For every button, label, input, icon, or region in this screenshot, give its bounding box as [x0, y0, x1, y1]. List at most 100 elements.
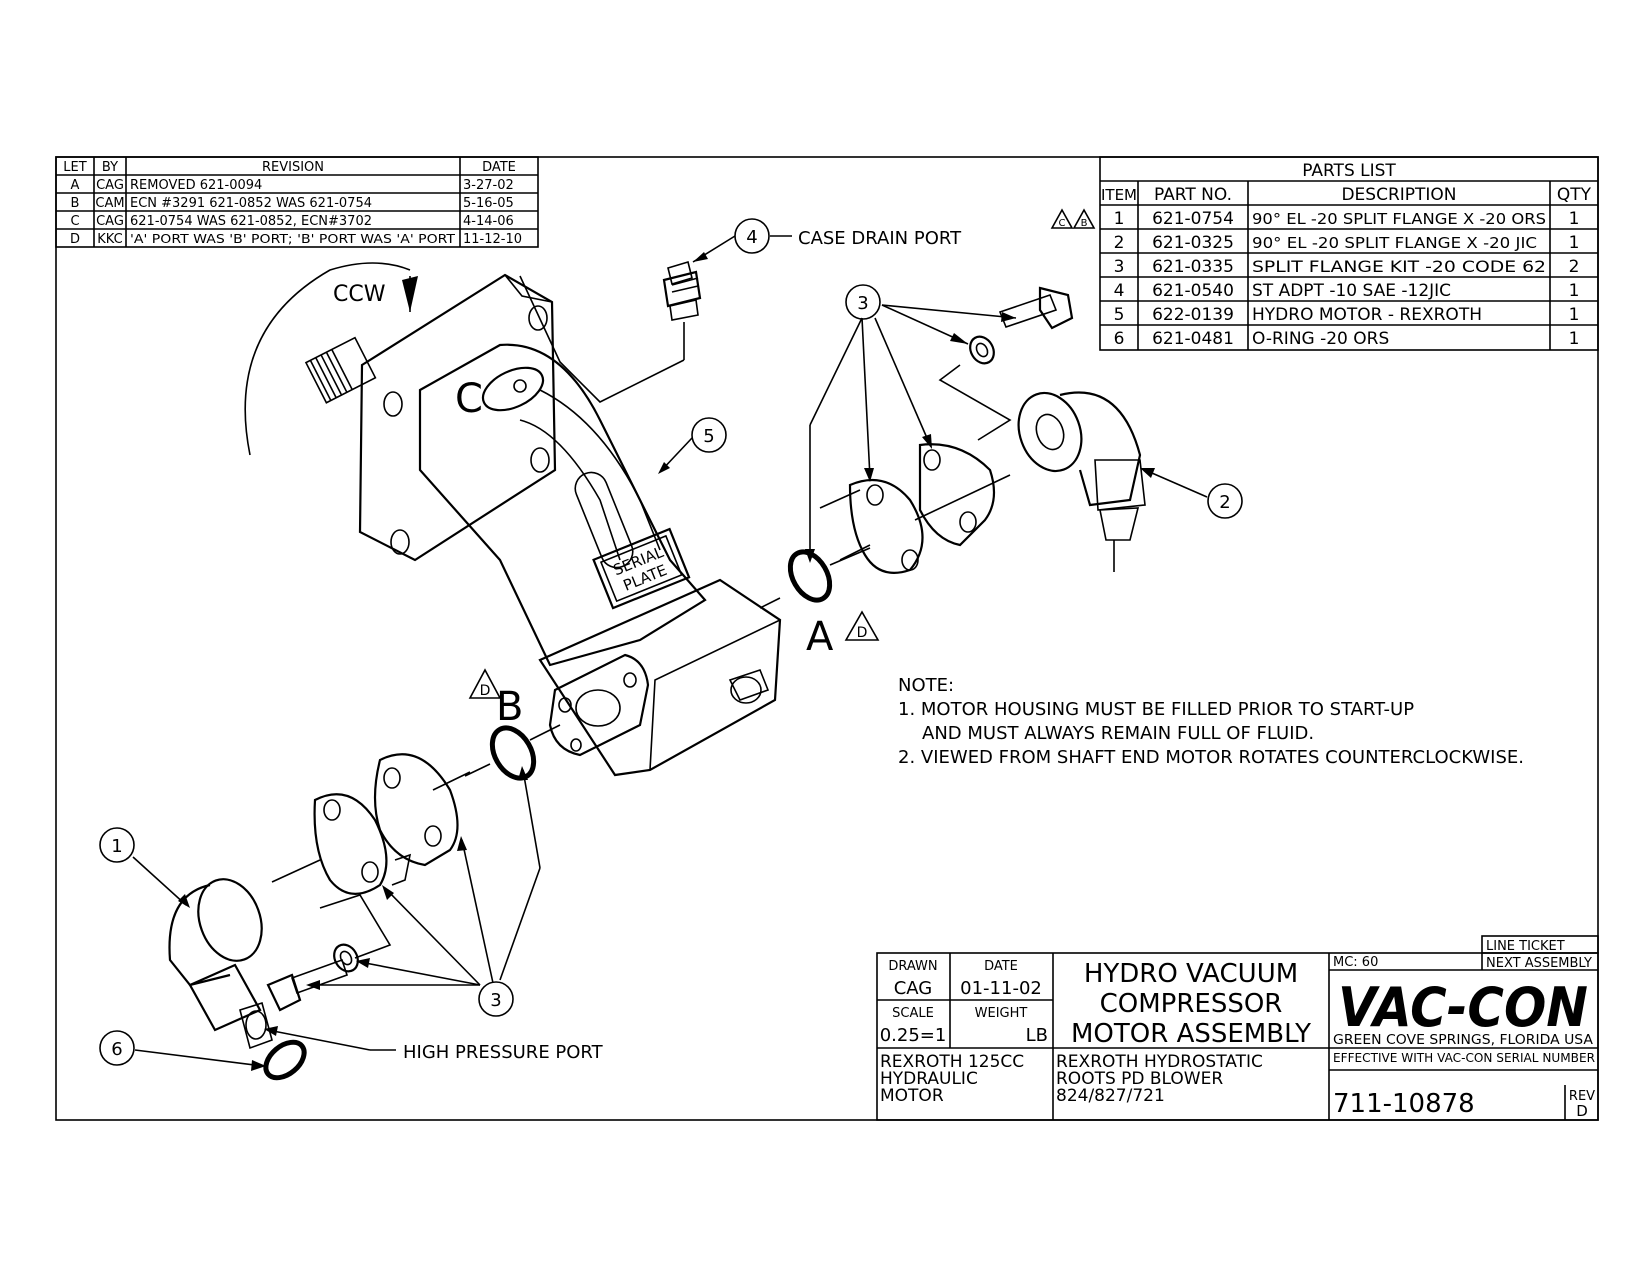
rev-triangle-c: C: [1050, 208, 1074, 229]
parts-row-part-no: 621-0335: [1152, 257, 1234, 277]
rev-row-revision: REMOVED 621-0094: [130, 178, 262, 193]
rev-header-revision: REVISION: [262, 160, 324, 175]
case-drain-adapter: [519, 235, 736, 403]
notes: NOTE: 1. MOTOR HOUSING MUST BE FILLED PR…: [898, 675, 1524, 768]
parts-row-item: 5: [1114, 305, 1125, 325]
parts-row-description: 90° EL -20 SPLIT FLANGE X -20 ORS: [1252, 210, 1546, 228]
rev-row-let: D: [70, 232, 80, 247]
desc-mid-line: 824/827/721: [1056, 1086, 1165, 1106]
drawing-title-line: MOTOR ASSEMBLY: [1071, 1019, 1311, 1049]
parts-row-part-no: 621-0481: [1152, 329, 1234, 349]
parts-row-part-no: 621-0540: [1152, 281, 1234, 301]
date-label: DATE: [984, 959, 1018, 974]
rev-row-revision: 'A' PORT WAS 'B' PORT; 'B' PORT WAS 'A' …: [130, 232, 456, 246]
desc-left-line: REXROTH 125CC: [880, 1052, 1024, 1072]
rev-row-revision: 621-0754 WAS 621-0852, ECN#3702: [130, 214, 372, 229]
rev-row-let: A: [71, 178, 80, 193]
parts-row-qty: 2: [1569, 257, 1580, 277]
rev-row-revision: ECN #3291 621-0852 WAS 621-0754: [130, 196, 372, 211]
scale-value: 0.25=1: [880, 1025, 947, 1046]
rev-header-let: LET: [63, 160, 86, 175]
drawn-label: DRAWN: [888, 959, 937, 974]
effective-serial-label: EFFECTIVE WITH VAC-CON SERIAL NUMBER: [1333, 1051, 1595, 1065]
weight-label: WEIGHT: [975, 1006, 1028, 1021]
high-pressure-port-label: HIGH PRESSURE PORT: [403, 1042, 604, 1063]
rev-row-date: 11-12-10: [463, 232, 522, 247]
parts-row-description: O-RING -20 ORS: [1252, 329, 1389, 349]
rev-row-by: CAG: [96, 178, 124, 193]
port-a-label: A D: [806, 610, 880, 660]
drawing-number: 711-10878: [1333, 1089, 1475, 1119]
parts-header-item: ITEM: [1101, 186, 1137, 204]
rev-header-date: DATE: [482, 160, 516, 175]
company-logo: VAC-CON: [1338, 976, 1588, 1039]
svg-text:3: 3: [857, 293, 868, 314]
drawing-border: [55, 156, 1599, 1121]
leader-lines: [132, 235, 1208, 1071]
weight-unit: LB: [1026, 1025, 1048, 1046]
o-ring-port-b: [489, 725, 537, 781]
parts-row-part-no: 621-0325: [1152, 233, 1234, 253]
svg-text:6: 6: [111, 1039, 122, 1060]
motor-letter: C: [455, 376, 483, 422]
balloon-1: 1: [99, 827, 135, 863]
rev-header-by: BY: [102, 160, 118, 175]
notes-title: NOTE:: [898, 675, 954, 696]
parts-row-qty: 1: [1569, 281, 1580, 301]
parts-row-qty: 1: [1569, 209, 1580, 229]
parts-row-qty: 1: [1569, 233, 1580, 253]
parts-row-description: SPLIT FLANGE KIT -20 CODE 62: [1252, 257, 1546, 276]
split-flange-kit-b: [266, 753, 471, 1012]
parts-row-qty: 1: [1569, 305, 1580, 325]
drawn-by: CAG: [894, 978, 933, 999]
parts-row-description: 90° EL -20 SPLIT FLANGE X -20 JIC: [1252, 234, 1537, 252]
desc-left-line: HYDRAULIC: [880, 1069, 978, 1089]
note-line: AND MUST ALWAYS REMAIN FULL OF FLUID.: [922, 723, 1314, 744]
drawing-title-line: COMPRESSOR: [1100, 989, 1283, 1019]
parts-row-item: 4: [1114, 281, 1125, 301]
parts-row-item: 1: [1114, 209, 1125, 229]
svg-text:3: 3: [490, 990, 501, 1011]
svg-text:D: D: [480, 683, 491, 699]
drawn-date: 01-11-02: [960, 978, 1042, 999]
split-flange-kit-a: [819, 286, 1074, 574]
revision-table: LET BY REVISION DATE A CAG REMOVED 621-0…: [55, 156, 539, 248]
rev-row-date: 4-14-06: [463, 214, 514, 229]
parts-row-part-no: 621-0754: [1152, 209, 1234, 229]
parts-header-part-no: PART NO.: [1154, 185, 1232, 205]
o-ring-item-6: [263, 1039, 307, 1081]
balloon-2: 2: [1207, 483, 1243, 519]
ccw-label: CCW: [333, 282, 386, 307]
company-location: GREEN COVE SPRINGS, FLORIDA USA: [1333, 1033, 1593, 1048]
svg-text:B: B: [496, 684, 523, 730]
parts-row-description: HYDRO MOTOR - REXROTH: [1252, 305, 1482, 325]
rev-row-date: 5-16-05: [463, 196, 514, 211]
parts-row-item: 6: [1114, 329, 1125, 349]
rev-row-by: KKC: [97, 232, 122, 247]
scale-label: SCALE: [892, 1006, 934, 1021]
rev-row-by: CAM: [95, 196, 124, 211]
rev-label: REV: [1569, 1089, 1595, 1104]
parts-header-description: DESCRIPTION: [1341, 185, 1456, 205]
rev-row-let: C: [70, 214, 79, 229]
serial-plate: SERIAL PLATE: [592, 527, 691, 610]
note-line: 1. MOTOR HOUSING MUST BE FILLED PRIOR TO…: [898, 699, 1414, 720]
rev-value: D: [1576, 1102, 1588, 1120]
svg-text:D: D: [857, 625, 868, 641]
o-ring-port-a: [787, 549, 833, 603]
parts-header-qty: QTY: [1557, 185, 1592, 205]
svg-text:2: 2: [1219, 492, 1230, 513]
port-b-label: D B: [468, 668, 523, 730]
ccw-rotation-arrow: CCW: [244, 262, 418, 456]
line-ticket-label: LINE TICKET: [1486, 939, 1565, 954]
case-drain-port-label: CASE DRAIN PORT: [798, 228, 962, 249]
mc-code: MC: 60: [1333, 955, 1378, 970]
balloon-5: 5: [691, 417, 727, 453]
svg-text:A: A: [806, 614, 834, 660]
elbow-jic-item-2: [1017, 391, 1146, 572]
hydro-motor: C SERIAL PLATE: [304, 273, 782, 777]
note-line: 2. VIEWED FROM SHAFT END MOTOR ROTATES C…: [898, 747, 1524, 768]
svg-text:C: C: [1059, 218, 1066, 229]
parts-list-title: PARTS LIST: [1302, 161, 1396, 181]
